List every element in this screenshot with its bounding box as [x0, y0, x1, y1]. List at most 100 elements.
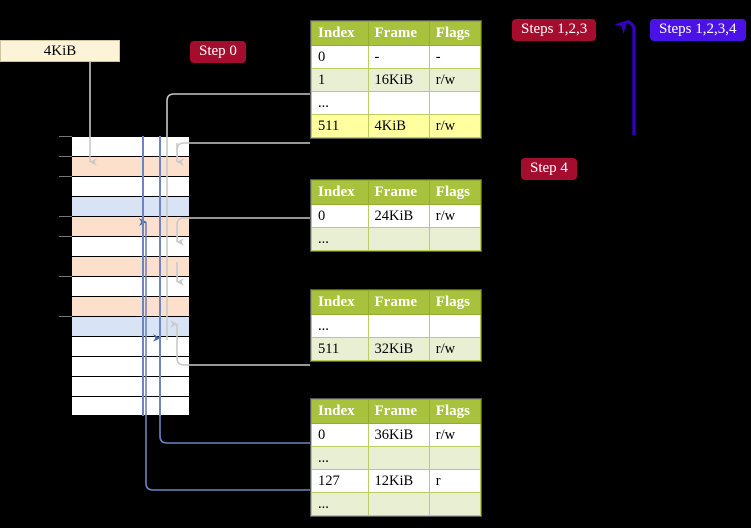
- cell-frame: [367, 227, 430, 251]
- cell-flags: [428, 492, 482, 516]
- cell-frame: 12KiB: [367, 469, 430, 493]
- cell-index: 511: [311, 114, 369, 138]
- cell-index: ...: [311, 227, 369, 251]
- memory-guide-line: [159, 136, 161, 416]
- cell-frame: 24KiB: [367, 204, 430, 228]
- cell-flags: [428, 91, 482, 115]
- memory-frame-row: [59, 176, 190, 196]
- table-row: ...: [311, 227, 482, 251]
- column-header-frame: Frame: [367, 180, 430, 205]
- cell-index: 0: [311, 423, 369, 447]
- cell-index: ...: [311, 91, 369, 115]
- memory-frame-row: [71, 356, 190, 376]
- cell-index: ...: [311, 314, 369, 338]
- cell-flags: [428, 314, 482, 338]
- connector-t3-row511: [170, 320, 310, 366]
- frame-tick-mark: [59, 136, 72, 137]
- connector-t1-row511: [176, 142, 310, 166]
- cell-frame: [367, 314, 430, 338]
- table-row: ...: [311, 446, 482, 470]
- label-step-4: Step 4: [521, 158, 577, 180]
- cell-index: ...: [311, 446, 369, 470]
- cell-index: 127: [311, 469, 369, 493]
- column-header-flags: Flags: [428, 399, 482, 424]
- column-header-flags: Flags: [428, 290, 482, 315]
- frame-tick-mark: [59, 236, 72, 237]
- cell-flags: r: [428, 469, 482, 493]
- memory-frame-row: [59, 216, 190, 236]
- memory-frame-row: [59, 276, 190, 296]
- memory-frame-row: [71, 296, 190, 316]
- connector-t2-row0: [176, 217, 310, 246]
- column-header-index: Index: [311, 399, 369, 424]
- memory-frame-row: [71, 376, 190, 396]
- memory-guide-line: [142, 136, 144, 416]
- label-step-0: Step 0: [190, 41, 246, 63]
- cell-frame: 4KiB: [367, 114, 430, 138]
- cell-frame: 16KiB: [367, 68, 430, 92]
- column-header-index: Index: [311, 290, 369, 315]
- table-row: ...: [311, 314, 482, 338]
- cell-flags: r/w: [428, 114, 482, 138]
- steps-big-arrow: [614, 19, 636, 135]
- cell-index: 511: [311, 337, 369, 361]
- frame-tick-mark: [59, 276, 72, 277]
- cell-frame: 36KiB: [367, 423, 430, 447]
- memory-frame-row: [71, 396, 190, 416]
- cell-flags: r/w: [428, 337, 482, 361]
- memory-frame-row: [71, 196, 190, 216]
- cell-frame: 32KiB: [367, 337, 430, 361]
- frame-tick-mark: [59, 216, 72, 217]
- column-header-flags: Flags: [428, 180, 482, 205]
- cell-frame: [367, 446, 430, 470]
- column-header-index: Index: [311, 21, 369, 46]
- memory-frame-row: [59, 136, 190, 156]
- column-header-index: Index: [311, 180, 369, 205]
- cell-flags: -: [428, 45, 482, 69]
- cell-frame: [367, 492, 430, 516]
- memory-frame-row: [59, 316, 190, 336]
- memory-frame-row: [59, 236, 190, 256]
- frame-tick-mark: [59, 316, 72, 317]
- physical-memory-column: [59, 136, 190, 416]
- label-steps-1-2-3-4: Steps 1,2,3,4: [650, 19, 746, 41]
- cell-index: 0: [311, 204, 369, 228]
- cell-flags: r/w: [428, 423, 482, 447]
- frame-tick-mark: [59, 176, 72, 177]
- memory-frame-row: [71, 336, 190, 356]
- cell-flags: [428, 227, 482, 251]
- memory-frame-row: [71, 256, 190, 276]
- cell-index: 0: [311, 45, 369, 69]
- memory-size-box: 4KiB: [0, 40, 120, 62]
- table-row: 0--: [311, 45, 482, 69]
- memory-frame-row: [59, 156, 190, 176]
- cell-index: ...: [311, 492, 369, 516]
- cell-flags: [428, 446, 482, 470]
- cell-index: 1: [311, 68, 369, 92]
- memory-size-label: 4KiB: [43, 42, 77, 59]
- cell-frame: [367, 91, 430, 115]
- table-row: ...: [311, 492, 482, 516]
- column-header-frame: Frame: [367, 21, 430, 46]
- frame-tick-mark: [59, 156, 72, 157]
- label-steps-1-2-3: Steps 1,2,3: [512, 19, 597, 41]
- table-row: ...: [311, 91, 482, 115]
- cell-flags: r/w: [428, 68, 482, 92]
- column-header-frame: Frame: [367, 399, 430, 424]
- column-header-frame: Frame: [367, 290, 430, 315]
- column-header-flags: Flags: [428, 21, 482, 46]
- cell-frame: -: [367, 45, 430, 69]
